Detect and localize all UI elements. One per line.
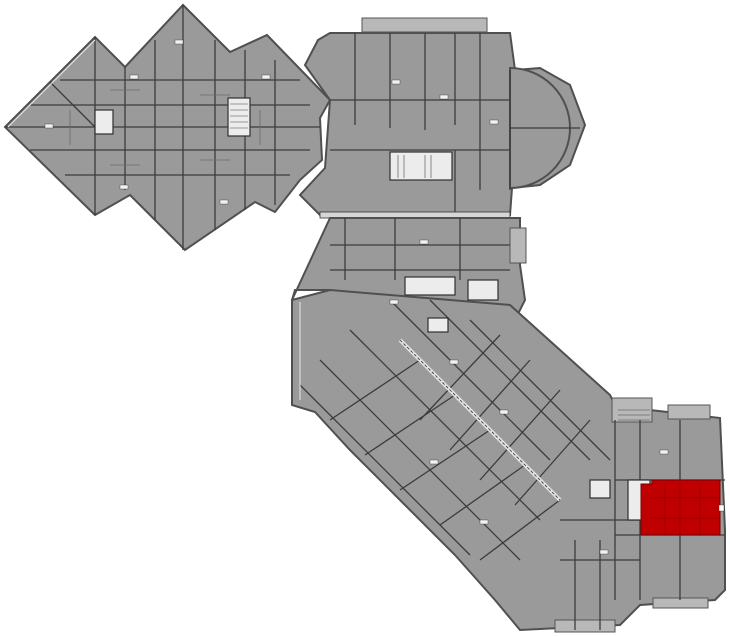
wing-southeast [291, 288, 726, 633]
selected-apartment[interactable] [640, 479, 725, 536]
wing-northeast [298, 17, 587, 219]
wing-northwest [3, 3, 391, 252]
room-tags [44, 39, 669, 555]
